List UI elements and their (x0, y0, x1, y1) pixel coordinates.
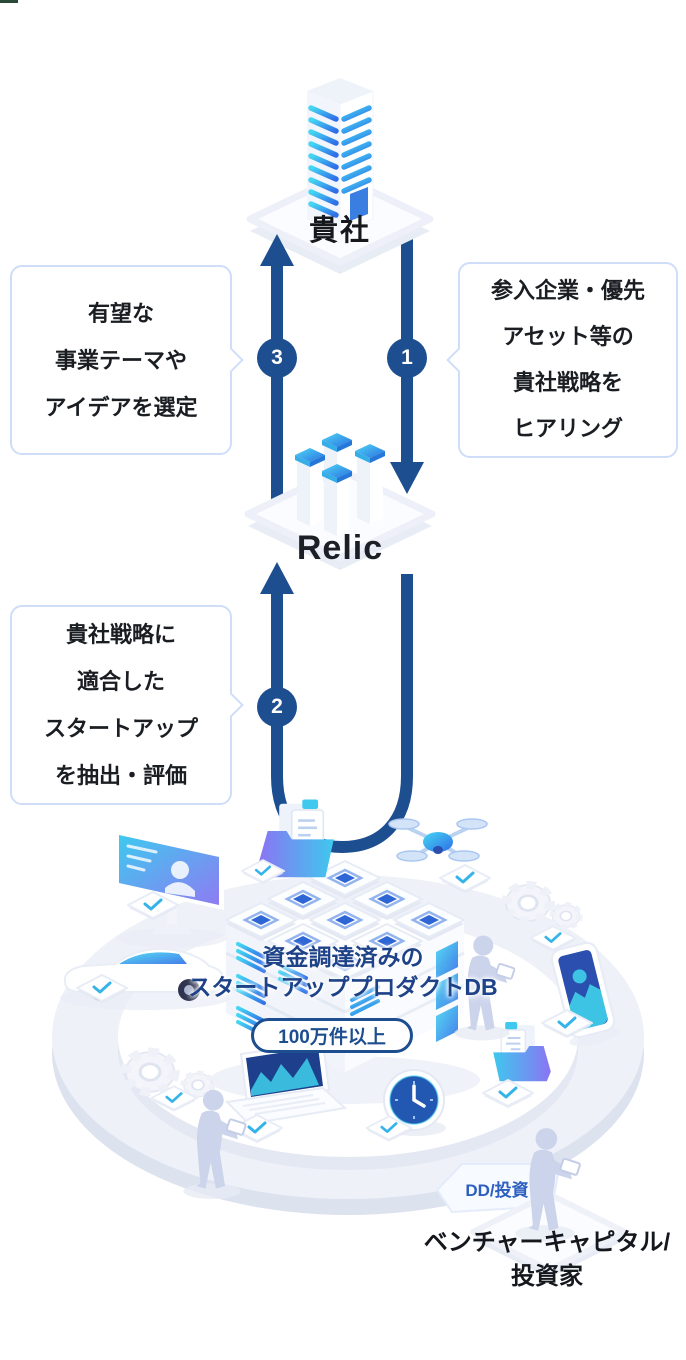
db-server-stripes (236, 942, 380, 1037)
callout-step-2-line: 貴社戦略に (65, 622, 176, 647)
db-side-panels (436, 941, 458, 1042)
callout-step-3-line: 有望な (87, 300, 154, 326)
step-badge-3: 3 (257, 338, 297, 378)
gear-icon-small (552, 905, 579, 927)
callout-step-2-line: 適合した (76, 669, 165, 694)
callout-step-1-line: 参入企業・優先 (490, 278, 645, 303)
monitor-icon (114, 830, 227, 948)
gear-icon-left (126, 1052, 174, 1092)
callout-step-1-line: 貴社戦略を (512, 370, 623, 395)
vc-label-line2: 投資家 (511, 1263, 583, 1290)
callout-step-1-line: アセット等の (502, 324, 634, 349)
arrow-down-to-relic (390, 462, 424, 494)
tower-roof (307, 78, 373, 104)
vc-label-line1: ベンチャーキャピタル/ (423, 1229, 671, 1256)
company-label: 貴社 (308, 215, 371, 247)
corner-artifact (0, 0, 18, 3)
database-caption-line1: 資金調達済みの (262, 944, 424, 970)
dd-tag-shape (435, 1163, 562, 1214)
relic-pillar-left (295, 448, 325, 526)
database-count-badge: 100万件以上 (251, 1018, 413, 1053)
callout-step-2: 貴社戦略に 適合した スタートアップ を抽出・評価 (10, 605, 232, 805)
callout-step-3-line: 事業テーマや (54, 347, 187, 373)
callout-step-3: 有望な 事業テーマや アイデアを選定 (10, 265, 232, 455)
step-badge-2: 2 (257, 687, 297, 727)
database-caption: 資金調達済みの スタートアッププロダクトDB (113, 942, 573, 1002)
tower-door (350, 187, 368, 221)
relic-building-illustration (244, 433, 436, 570)
gear-icon (506, 885, 550, 921)
vc-label: ベンチャーキャピタル/ 投資家 (408, 1226, 686, 1294)
dd-investment-tag: DD/投資 (465, 1181, 529, 1200)
tower-windows (308, 105, 372, 218)
callout-step-3-line: アイデアを選定 (44, 394, 198, 420)
company-building-illustration (246, 78, 434, 274)
db-top-tiles (225, 860, 465, 983)
database-badge-row: 100万件以上 (132, 1018, 532, 1053)
database-caption-line2: スタートアッププロダクトDB (188, 974, 498, 1000)
callout-step-2-line: スタートアップ (43, 716, 198, 741)
callout-step-1: 参入企業・優先 アセット等の 貴社戦略を ヒアリング (458, 262, 678, 458)
relic-label: Relic (296, 529, 384, 567)
callout-step-1-line: ヒアリング (512, 416, 623, 441)
arrow-up-to-company (260, 234, 294, 266)
relic-pillar-front (322, 464, 352, 536)
step-badge-1: 1 (387, 338, 427, 378)
arrow-up-to-relic (260, 562, 294, 594)
drone-icon (388, 818, 488, 862)
relic-pillar-right (355, 444, 385, 524)
callout-step-2-line: を抽出・評価 (54, 763, 187, 788)
clock-icon (383, 1069, 446, 1136)
